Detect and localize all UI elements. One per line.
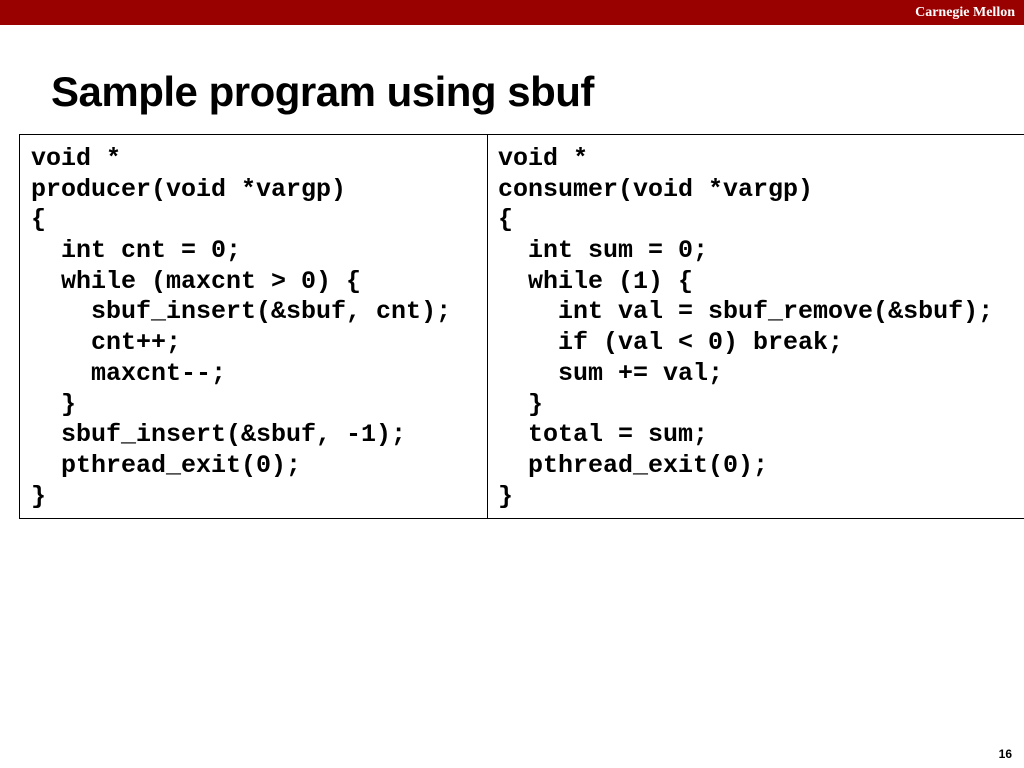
code-line: int sum = 0; xyxy=(498,236,709,266)
code-line: while (1) { xyxy=(498,266,694,296)
slide-title: Sample program using sbuf xyxy=(51,68,594,115)
code-line: sbuf_insert(&sbuf, -1); xyxy=(31,420,407,450)
code-line: } xyxy=(31,389,77,419)
code-line: consumer(void *vargp) xyxy=(498,174,814,204)
code-line: total = sum; xyxy=(498,420,709,450)
code-line: sbuf_insert(&sbuf, cnt); xyxy=(31,297,452,327)
code-line: void * xyxy=(498,144,589,173)
producer-code-panel: void * producer(void *vargp) { int cnt =… xyxy=(20,135,488,518)
code-line: } xyxy=(498,389,544,419)
code-line: pthread_exit(0); xyxy=(31,450,302,480)
code-line: { xyxy=(498,205,514,235)
code-line: sum += val; xyxy=(498,358,724,388)
code-line: producer(void *vargp) xyxy=(31,174,347,204)
code-line: { xyxy=(31,205,47,235)
code-line: pthread_exit(0); xyxy=(498,450,769,480)
code-line: cnt++; xyxy=(31,328,182,358)
consumer-code-panel: void * consumer(void *vargp) { int sum =… xyxy=(488,135,1024,518)
code-line: int val = sbuf_remove(&sbuf); xyxy=(498,297,994,327)
org-label: Carnegie Mellon xyxy=(915,5,1015,20)
code-line: while (maxcnt > 0) { xyxy=(31,266,362,296)
header-bar: Carnegie Mellon xyxy=(0,0,1024,25)
code-line: void * xyxy=(31,144,122,173)
code-line: int cnt = 0; xyxy=(31,236,242,266)
code-table: void * producer(void *vargp) { int cnt =… xyxy=(19,134,1024,519)
code-line: } xyxy=(31,481,47,511)
page-number: 16 xyxy=(998,747,1012,761)
code-line: if (val < 0) break; xyxy=(498,328,844,358)
code-line: maxcnt--; xyxy=(31,358,227,388)
code-line: } xyxy=(498,481,514,511)
